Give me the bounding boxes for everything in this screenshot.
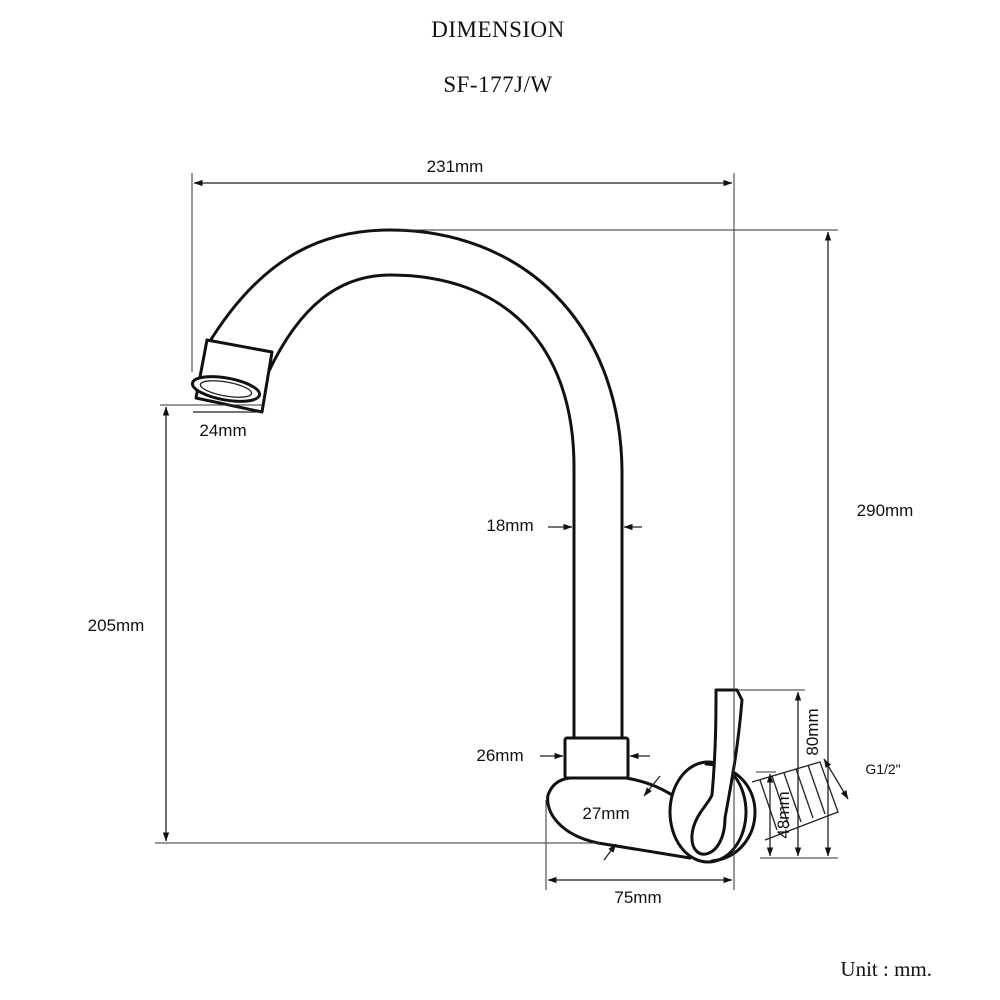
label-handle: 80mm: [803, 708, 822, 755]
dim-flange: 48mm: [756, 771, 793, 857]
model-number: SF-177J/W: [443, 72, 552, 97]
aerator-outlet: [190, 375, 262, 403]
spout-outer-curve: [205, 228, 624, 740]
dim-spout-height: 205mm: [88, 406, 600, 844]
faucet-outline: [190, 228, 839, 864]
dim-collar: 26mm: [476, 746, 650, 765]
dim-thread: G1/2": [823, 758, 901, 800]
aerator-outlet-inner: [199, 380, 253, 398]
dim-total-width: 231mm: [191, 157, 735, 890]
dim-handle: 80mm: [738, 689, 822, 857]
spout-inner-curve: [266, 273, 576, 740]
label-projection: 75mm: [614, 888, 661, 907]
unit-note: Unit : mm.: [840, 957, 932, 981]
spout-collar: [563, 736, 630, 780]
threaded-inlet: [751, 761, 839, 841]
valve-body: [546, 776, 692, 860]
dim-body: 27mm: [582, 775, 661, 861]
label-spout-height: 205mm: [88, 616, 145, 635]
dim-projection: 75mm: [545, 800, 733, 907]
label-aerator: 24mm: [199, 421, 246, 440]
label-thread: G1/2": [865, 761, 900, 777]
dim-total-height: 290mm: [400, 229, 914, 859]
dim-tube: 18mm: [486, 516, 642, 535]
dim-aerator: 24mm: [160, 404, 262, 440]
label-total-height: 290mm: [857, 501, 914, 520]
label-flange: 48mm: [774, 791, 793, 838]
label-tube: 18mm: [486, 516, 533, 535]
drawing-title: DIMENSION: [431, 17, 565, 42]
label-collar: 26mm: [476, 746, 523, 765]
label-total-width: 231mm: [427, 157, 484, 176]
label-body: 27mm: [582, 804, 629, 823]
